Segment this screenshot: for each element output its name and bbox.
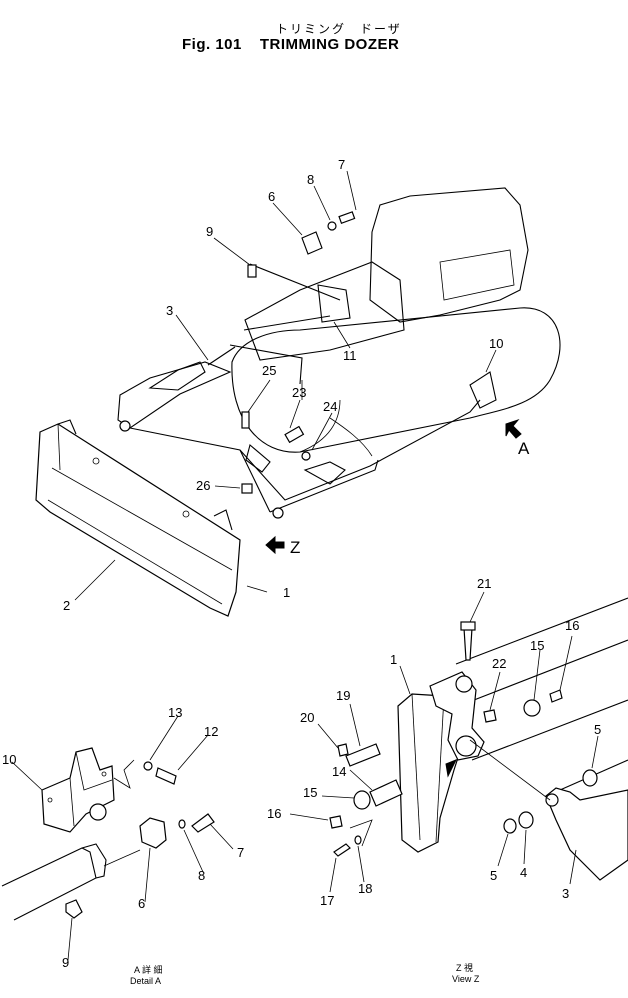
arrow-a-label: A bbox=[518, 439, 530, 458]
view-z-drawing bbox=[289, 591, 628, 893]
callout-23: 23 bbox=[292, 385, 306, 400]
detail-a-caption: A 詳 細 Detail A bbox=[130, 964, 163, 986]
dozer-blade bbox=[35, 419, 241, 617]
callout-2: 2 bbox=[63, 598, 70, 613]
detail-a-callout-7: 7 bbox=[237, 845, 244, 860]
view-z-callout-4: 4 bbox=[520, 865, 527, 880]
view-z-caption: Z 視 View Z bbox=[452, 962, 480, 984]
view-z-callout-22: 22 bbox=[492, 656, 506, 671]
detail-a-callout-10: 10 bbox=[2, 752, 16, 767]
main-callouts: 1 2 3 6 7 8 9 10 11 23 24 25 26 bbox=[63, 157, 503, 613]
callout-8: 8 bbox=[307, 172, 314, 187]
detail-a-caption-en: Detail A bbox=[130, 976, 161, 986]
view-z-callout-15b: 15 bbox=[530, 638, 544, 653]
callout-10: 10 bbox=[489, 336, 503, 351]
view-z-callout-18: 18 bbox=[358, 881, 372, 896]
japanese-title: トリミング ドーザ bbox=[276, 22, 402, 36]
callout-3: 3 bbox=[166, 303, 173, 318]
view-z-callout-17: 17 bbox=[320, 893, 334, 908]
callout-1: 1 bbox=[283, 585, 290, 600]
main-hardware bbox=[241, 211, 356, 494]
arrow-z: Z bbox=[265, 535, 300, 557]
arrow-a: A bbox=[505, 418, 530, 458]
view-z-callout-20: 20 bbox=[300, 710, 314, 725]
callout-11: 11 bbox=[343, 348, 357, 363]
main-leader-lines bbox=[74, 170, 497, 601]
detail-a-callouts: 6 7 8 9 10 12 13 bbox=[2, 705, 244, 970]
detail-a-callout-6: 6 bbox=[138, 896, 145, 911]
view-z-caption-en: View Z bbox=[452, 974, 480, 984]
detail-a-callout-13: 13 bbox=[168, 705, 182, 720]
machine-body-outline bbox=[231, 187, 561, 457]
figure-number: Fig. 101 bbox=[182, 36, 242, 53]
callout-24: 24 bbox=[323, 399, 337, 414]
detail-a-callout-9: 9 bbox=[62, 955, 69, 970]
view-z-callout-21: 21 bbox=[477, 576, 491, 591]
callout-6: 6 bbox=[268, 189, 275, 204]
callout-26: 26 bbox=[196, 478, 210, 493]
detail-a-drawing bbox=[1, 715, 234, 961]
callout-9: 9 bbox=[206, 224, 213, 239]
arrow-z-label: Z bbox=[290, 538, 300, 557]
callout-25: 25 bbox=[262, 363, 276, 378]
view-z-caption-jp: Z 視 bbox=[456, 962, 473, 973]
detail-a-caption-jp: A 詳 細 bbox=[134, 964, 163, 975]
view-z-callouts: 1 3 4 5 5 14 15 15 16 16 17 18 19 20 21 … bbox=[267, 576, 601, 908]
figure-name: TRIMMING DOZER bbox=[259, 36, 400, 53]
view-z-callout-16b: 16 bbox=[565, 618, 579, 633]
view-z-callout-1: 1 bbox=[390, 652, 397, 667]
view-z-callout-3: 3 bbox=[562, 886, 569, 901]
view-z-callout-5b: 5 bbox=[594, 722, 601, 737]
callout-7: 7 bbox=[338, 157, 345, 172]
link-rods bbox=[207, 231, 351, 473]
view-z-callout-14: 14 bbox=[332, 764, 346, 779]
detail-a-callout-12: 12 bbox=[204, 724, 218, 739]
view-z-callout-19: 19 bbox=[336, 688, 350, 703]
detail-a-callout-8: 8 bbox=[198, 868, 205, 883]
view-z-callout-15a: 15 bbox=[303, 785, 317, 800]
figure-title: Fig. 101 TRIMMING DOZER bbox=[182, 36, 399, 53]
dozer-frame bbox=[117, 361, 497, 519]
view-z-callout-16a: 16 bbox=[267, 806, 281, 821]
view-z-callout-5a: 5 bbox=[490, 868, 497, 883]
